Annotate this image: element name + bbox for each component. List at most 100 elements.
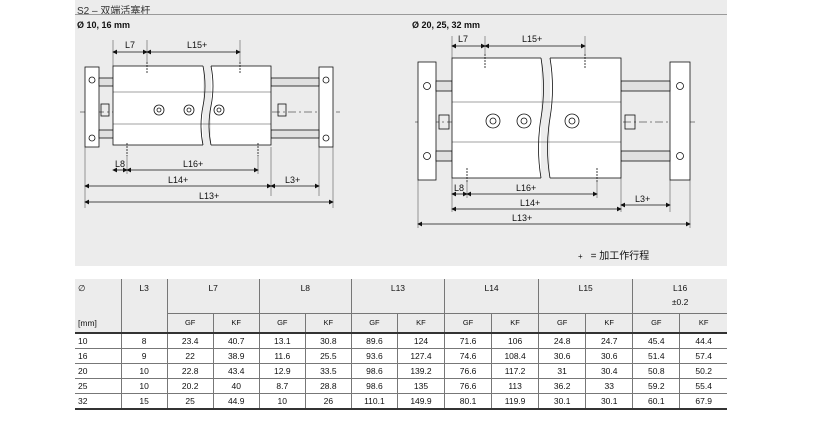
sub-gf: GF (166, 313, 214, 333)
table-cell: 23.4 (166, 332, 214, 349)
col-l16: L16 ±0.2 (632, 279, 727, 314)
table-cell: 76.6 (443, 363, 492, 379)
row-diameter: 16 (75, 348, 122, 364)
col-l16-label: L16 (673, 283, 688, 293)
sub-gf: GF (350, 313, 398, 333)
table-cell: 9 (120, 348, 168, 364)
table-cell: 44.4 (679, 332, 727, 349)
table-cell: 149.9 (396, 393, 445, 410)
table-cell: 30.6 (585, 348, 633, 364)
right-dim-l3: L3+ (635, 194, 650, 204)
left-cylinder-drawing (80, 40, 340, 208)
drawing-panel: S2 – 双端活塞杆 Ø 10, 16 mm Ø 20, 25, 32 mm (75, 0, 727, 266)
col-l3: L3 (120, 279, 168, 333)
dia-header: ∅ (78, 283, 86, 293)
table-cell: 26 (304, 393, 352, 410)
table-cell: 98.6 (350, 363, 398, 379)
right-dim-l8: L8 (454, 183, 464, 193)
table-cell: 10 (258, 393, 306, 410)
table-cell: 25 (166, 393, 214, 410)
table-cell: 40 (212, 378, 260, 394)
table-cell: 30.1 (585, 393, 633, 410)
left-dim-l3: L3+ (285, 175, 300, 185)
sub-kf: KF (304, 313, 352, 333)
table-cell: 113 (491, 378, 539, 394)
table-cell: 20.2 (166, 378, 214, 394)
table-cell: 12.9 (258, 363, 306, 379)
table-cell: 36.2 (538, 378, 586, 394)
sub-kf: KF (679, 313, 727, 333)
sub-kf: KF (585, 313, 633, 333)
sub-kf: KF (491, 313, 539, 333)
table-cell: 50.2 (679, 363, 727, 379)
right-dim-l7: L7 (458, 34, 468, 44)
row-diameter: 32 (75, 393, 122, 410)
right-dim-l15: L15+ (522, 34, 542, 44)
col-l8: L8 (258, 279, 352, 314)
table-cell: 15 (120, 393, 168, 410)
table-cell: 10 (120, 378, 168, 394)
table-cell: 8.7 (258, 378, 306, 394)
table-cell: 30.6 (538, 348, 586, 364)
sub-gf: GF (632, 313, 680, 333)
row-diameter: 20 (75, 363, 122, 379)
table-cell: 22.8 (166, 363, 214, 379)
table-subheader-row: [mm] GF KF GF KF GF KF GF KF GF KF GF KF (75, 313, 727, 333)
col-l15: L15 (538, 279, 633, 314)
left-dim-l13: L13+ (199, 191, 219, 201)
right-size-label: Ø 20, 25, 32 mm (412, 20, 481, 30)
table-cell: 38.9 (212, 348, 260, 364)
table-cell: 80.1 (443, 393, 492, 410)
unit-label: [mm] (78, 317, 97, 328)
table-cell: 93.6 (350, 348, 398, 364)
left-dim-l16: L16+ (183, 159, 203, 169)
table-cell: 22 (166, 348, 214, 364)
table-cell: 24.7 (585, 332, 633, 349)
col-l7: L7 (166, 279, 260, 314)
table-cell: 135 (396, 378, 445, 394)
sub-gf: GF (443, 313, 492, 333)
stroke-legend: += 加工作行程 (578, 247, 649, 262)
table-cell: 51.4 (632, 348, 680, 364)
left-dim-l7: L7 (125, 40, 135, 50)
right-dim-l13: L13+ (512, 213, 532, 223)
table-cell: 108.4 (491, 348, 539, 364)
table-cell: 44.9 (212, 393, 260, 410)
sub-kf: KF (396, 313, 445, 333)
left-size-label: Ø 10, 16 mm (77, 20, 131, 30)
table-cell: 76.6 (443, 378, 492, 394)
left-dim-l14: L14+ (168, 175, 188, 185)
table-cell: 31 (538, 363, 586, 379)
sub-gf: GF (538, 313, 586, 333)
table-cell: 106 (491, 332, 539, 349)
table-cell: 110.1 (350, 393, 398, 410)
col-l16-tolerance: ±0.2 (671, 297, 689, 307)
table-cell: 40.7 (212, 332, 260, 349)
table-cell: 30.1 (538, 393, 586, 410)
table-cell: 98.6 (350, 378, 398, 394)
table-cell: 124 (396, 332, 445, 349)
table-cell: 60.1 (632, 393, 680, 410)
table-cell: 28.8 (304, 378, 352, 394)
title-divider (75, 14, 727, 15)
col-l14: L14 (443, 279, 539, 314)
table-cell: 89.6 (350, 332, 398, 349)
table-cell: 30.4 (585, 363, 633, 379)
dimensions-table: ∅ L3 L7 L8 L13 L14 L15 L16 ±0.2 [mm] GF … (75, 279, 727, 410)
table-cell: 139.2 (396, 363, 445, 379)
table-cell: 45.4 (632, 332, 680, 349)
table-cell: 119.9 (491, 393, 539, 410)
table-cell: 25.5 (304, 348, 352, 364)
col-l13: L13 (350, 279, 445, 314)
table-cell: 13.1 (258, 332, 306, 349)
table-cell: 10 (120, 363, 168, 379)
left-dim-l8: L8 (115, 159, 125, 169)
right-dim-l14: L14+ (520, 198, 540, 208)
table-cell: 11.6 (258, 348, 306, 364)
right-cylinder-drawing (415, 36, 697, 228)
